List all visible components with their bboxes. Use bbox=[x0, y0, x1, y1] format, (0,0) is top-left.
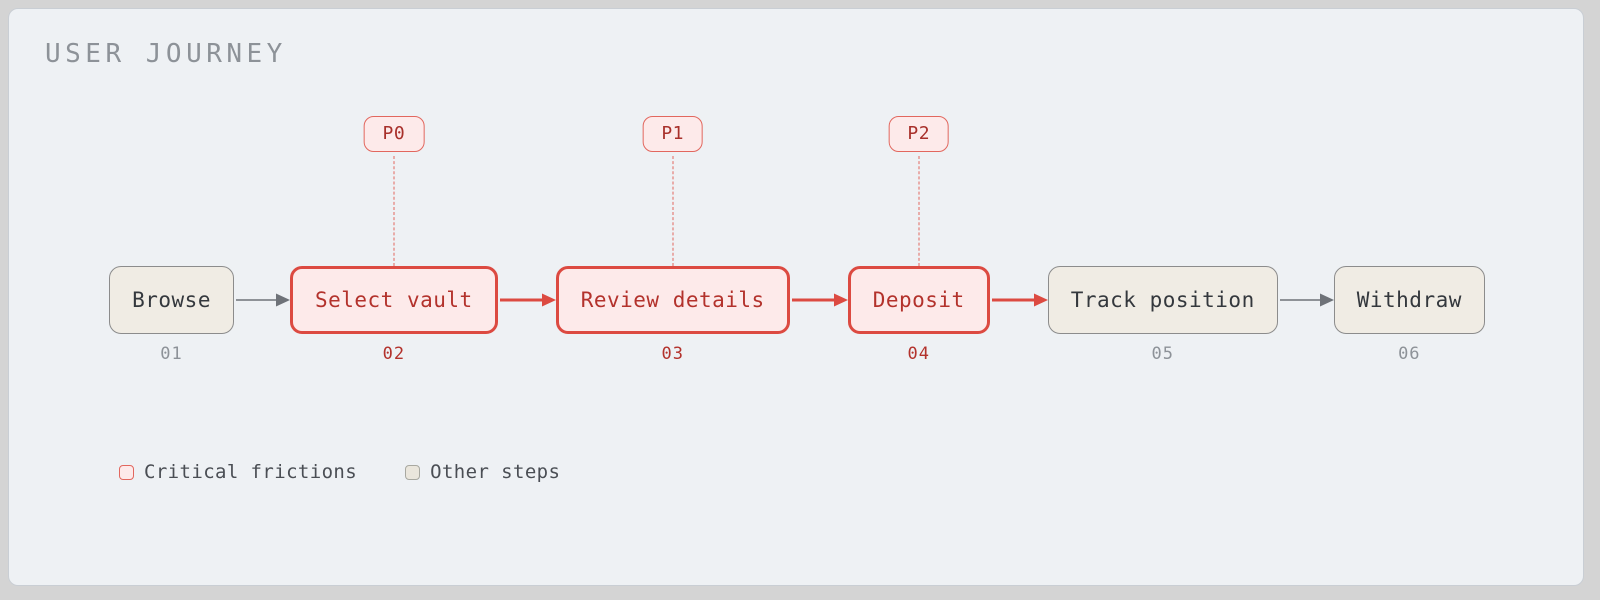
step-index: 02 bbox=[382, 344, 406, 364]
legend-item-neutral: Other steps bbox=[405, 461, 560, 483]
step-node-label[interactable]: Select vault bbox=[289, 266, 498, 334]
flow-arrow-critical bbox=[498, 266, 556, 334]
step-node-label[interactable]: Withdraw bbox=[1333, 266, 1485, 334]
journey-step-06[interactable]: Withdraw 06 bbox=[1333, 266, 1485, 364]
legend-label: Other steps bbox=[430, 461, 561, 483]
step-index: 06 bbox=[1398, 344, 1421, 364]
flow-arrow-neutral bbox=[1278, 266, 1334, 334]
step-node-label[interactable]: Track position bbox=[1047, 266, 1278, 334]
badge-connector-p2 bbox=[918, 156, 920, 266]
legend-swatch-neutral bbox=[405, 464, 421, 480]
priority-badge-p0[interactable]: P0 bbox=[363, 116, 425, 152]
badge-connector-p0 bbox=[393, 156, 395, 266]
legend-label: Critical frictions bbox=[144, 461, 358, 483]
page-title: USER JOURNEY bbox=[45, 39, 287, 69]
step-node-label[interactable]: Browse bbox=[109, 266, 234, 334]
priority-badge-p2[interactable]: P2 bbox=[888, 116, 950, 152]
journey-step-01[interactable]: Browse 01 bbox=[109, 266, 234, 364]
step-node-label[interactable]: Deposit bbox=[847, 266, 990, 334]
legend: Critical frictions Other steps bbox=[119, 461, 608, 483]
legend-item-critical: Critical frictions bbox=[119, 461, 357, 483]
step-index: 03 bbox=[661, 344, 684, 364]
journey-step-05[interactable]: Track position 05 bbox=[1047, 266, 1278, 364]
step-node-label[interactable]: Review details bbox=[555, 266, 790, 334]
flow-arrow-critical bbox=[990, 266, 1048, 334]
step-index: 01 bbox=[160, 344, 183, 364]
badge-connector-p1 bbox=[672, 156, 674, 266]
step-index: 05 bbox=[1151, 344, 1174, 364]
flow-arrow-neutral bbox=[234, 266, 290, 334]
flow-arrow-critical bbox=[790, 266, 848, 334]
legend-swatch-critical bbox=[119, 464, 134, 480]
step-index: 04 bbox=[907, 344, 930, 364]
priority-badge-p1[interactable]: P1 bbox=[642, 116, 704, 152]
